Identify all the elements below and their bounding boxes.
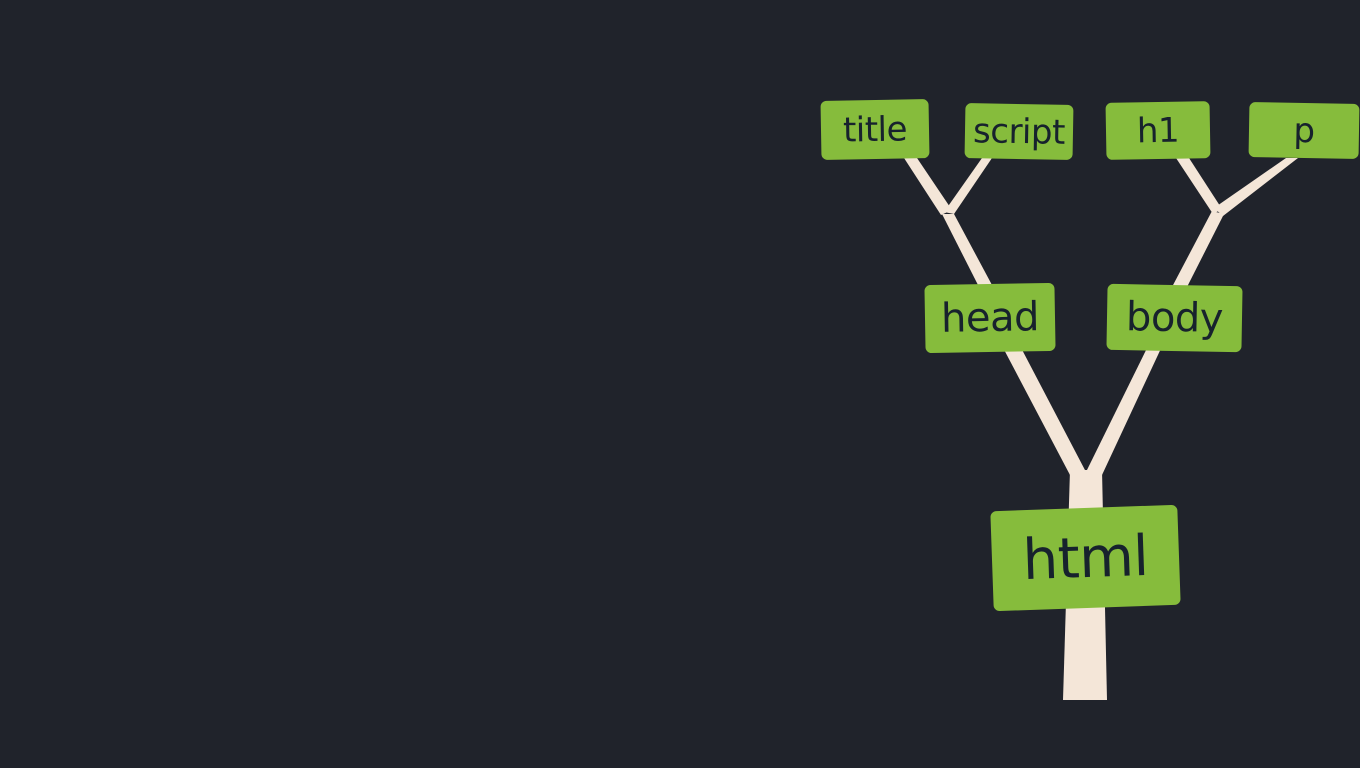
branch-body-stem <box>1172 211 1224 287</box>
branch-title <box>904 158 952 215</box>
branch-body <box>1086 342 1164 475</box>
branch-head <box>1000 342 1086 475</box>
node-script: script <box>964 103 1074 160</box>
node-p: p <box>1248 102 1360 159</box>
node-body: body <box>1106 283 1243 353</box>
node-html: html <box>990 504 1181 612</box>
node-h1: h1 <box>1105 101 1211 160</box>
node-title: title <box>820 99 930 160</box>
branch-p <box>1214 158 1298 216</box>
branch-head-stem <box>942 214 992 285</box>
branch-script <box>944 158 992 214</box>
branch-h1 <box>1176 158 1222 214</box>
node-head: head <box>924 282 1056 354</box>
